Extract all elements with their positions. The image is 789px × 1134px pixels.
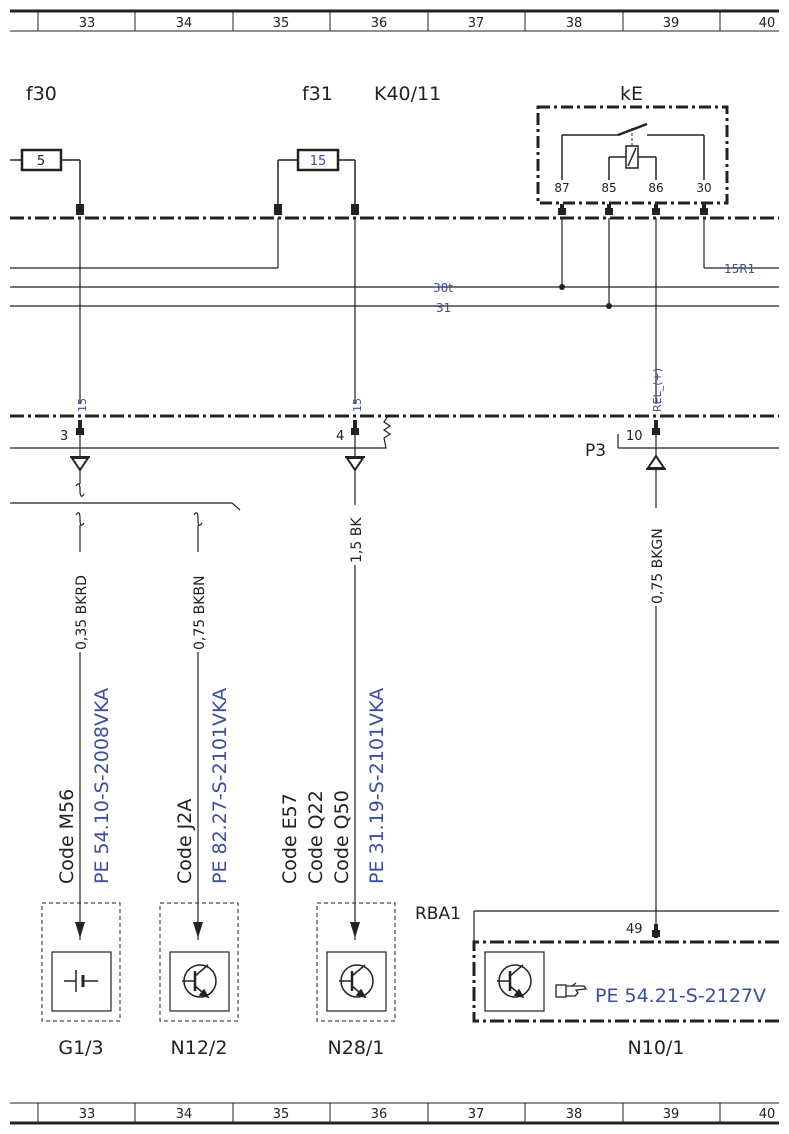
column-number: 33 xyxy=(79,16,96,31)
wire-spec: 0,75 BKBN xyxy=(192,576,208,650)
wire-spec: 0,75 BKGN xyxy=(650,528,666,604)
column-number: 40 xyxy=(759,1107,776,1122)
column-number: 37 xyxy=(468,1107,485,1122)
p3-label: P3 xyxy=(585,441,606,461)
wire-15-label: 15 xyxy=(76,398,89,412)
column-number: 35 xyxy=(273,16,290,31)
n12-2-label: N12/2 xyxy=(171,1037,228,1059)
n10-1-label: N10/1 xyxy=(628,1037,685,1059)
wire-spec: 1,5 BK xyxy=(349,517,365,563)
connector-pin-49: 49 xyxy=(626,922,643,937)
relay-pin-label: 86 xyxy=(648,181,663,195)
junction-dot xyxy=(606,303,612,309)
relay-pin-label: 87 xyxy=(554,181,569,195)
transistor-symbol-icon xyxy=(182,964,217,999)
line-30t-label: 30t xyxy=(433,281,453,295)
column-number: 35 xyxy=(273,1107,290,1122)
top-column-grid xyxy=(10,9,779,32)
component-n28-1 xyxy=(316,902,396,1022)
f30-label: f30 xyxy=(26,83,57,105)
battery-symbol-icon xyxy=(64,970,98,992)
terminals-lower xyxy=(76,420,660,435)
component-g1-3 xyxy=(41,902,121,1022)
n28-code: Code Q50 xyxy=(331,790,353,884)
wire-15-label: 15 xyxy=(351,398,364,412)
column-number: 34 xyxy=(176,16,193,31)
ground-and-signal-lines xyxy=(10,415,779,940)
bus-lines xyxy=(10,218,779,404)
n28-1-label: N28/1 xyxy=(328,1037,385,1059)
relay-ke xyxy=(536,105,729,205)
component-n10-1 xyxy=(472,910,779,1023)
g1-code: Code M56 xyxy=(56,789,78,884)
bottom-column-grid xyxy=(10,1102,779,1125)
fuse-f30-rating: 5 xyxy=(37,154,45,169)
n12-reference: PE 82.27-S-2101VKA xyxy=(209,688,231,884)
fuse-f30 xyxy=(10,148,81,205)
boundary-lines xyxy=(10,216,779,418)
fuse-f31 xyxy=(277,148,356,205)
line-15r1-label: 15R1 xyxy=(724,262,755,276)
component-n12-2 xyxy=(159,902,239,1022)
rba1-label: RBA1 xyxy=(415,904,461,924)
g1-reference: PE 54.10-S-2008VKA xyxy=(91,688,113,884)
n28-code: Code E57 xyxy=(279,793,301,884)
column-number: 34 xyxy=(176,1107,193,1122)
connector-pin-3: 3 xyxy=(60,429,68,444)
column-number: 37 xyxy=(468,16,485,31)
transistor-symbol-icon xyxy=(497,964,532,999)
column-number: 36 xyxy=(371,16,388,31)
arrows xyxy=(75,922,360,938)
wire-spec: 0,35 BKRD xyxy=(74,575,90,650)
column-number: 39 xyxy=(663,1107,680,1122)
fuse-f31-rating: 15 xyxy=(310,154,327,169)
n12-code: Code J2A xyxy=(174,799,196,884)
column-number: 38 xyxy=(566,16,583,31)
junction-dot xyxy=(559,284,565,290)
connector-pin-10: 10 xyxy=(626,429,643,444)
n10-reference: PE 54.21-S-2127V xyxy=(595,985,766,1007)
column-number: 36 xyxy=(371,1107,388,1122)
n28-code: Code Q22 xyxy=(305,790,327,884)
f31-label: f31 xyxy=(302,83,333,105)
column-number: 33 xyxy=(79,1107,96,1122)
ke-label: kE xyxy=(620,83,643,105)
line-31-label: 31 xyxy=(436,301,451,315)
k40-label: K40/11 xyxy=(374,83,441,105)
relay-pin-label: 30 xyxy=(696,181,711,195)
relay-pin-label: 85 xyxy=(601,181,616,195)
pointing-hand-icon xyxy=(555,982,588,998)
column-number: 39 xyxy=(663,16,680,31)
column-number: 38 xyxy=(566,1107,583,1122)
connector-pin-4: 4 xyxy=(336,429,344,444)
rel-plus-label: REL_(+) xyxy=(651,368,664,412)
terminals-upper xyxy=(76,204,708,215)
column-number: 40 xyxy=(759,16,776,31)
transistor-symbol-icon xyxy=(339,964,374,999)
g1-3-label: G1/3 xyxy=(58,1037,103,1059)
n28-reference: PE 31.19-S-2101VKA xyxy=(366,688,388,884)
